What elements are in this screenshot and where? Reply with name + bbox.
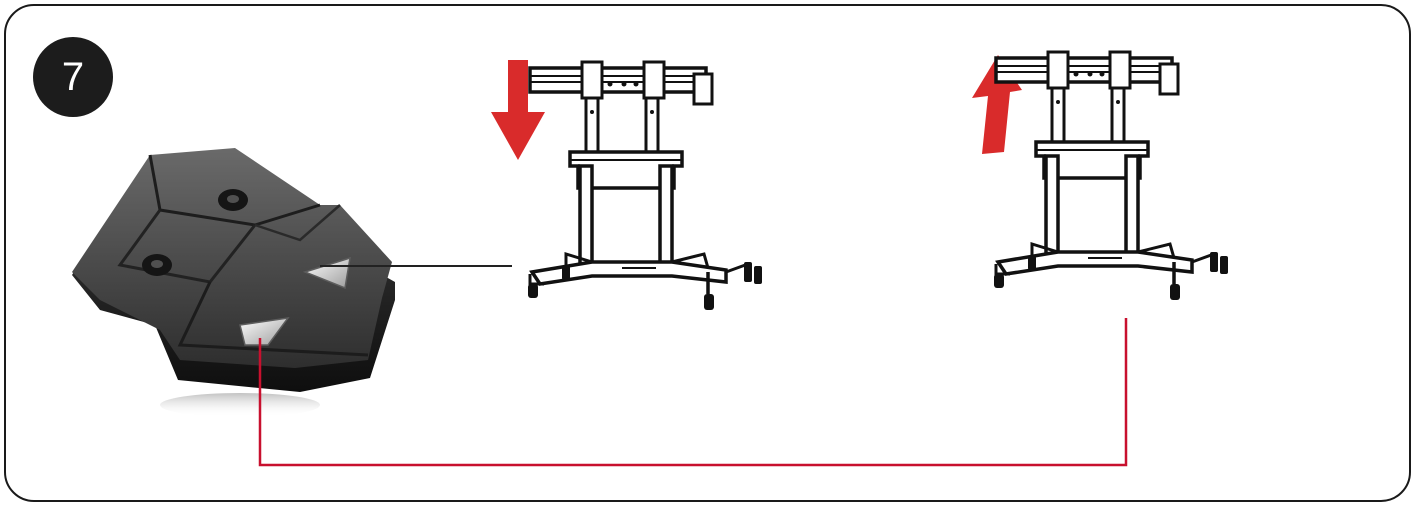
- arrow-down-icon: [491, 60, 545, 160]
- step-number: 7: [61, 54, 85, 99]
- tv-stand-cart-icon: [526, 60, 764, 312]
- connector-line-up: [258, 318, 1128, 467]
- down-button: [239, 316, 290, 346]
- step-number-badge: 7: [33, 37, 113, 117]
- tv-stand-cart-icon: [992, 50, 1230, 302]
- hand-controller-icon: [72, 148, 395, 417]
- controller-reflection: [160, 393, 320, 417]
